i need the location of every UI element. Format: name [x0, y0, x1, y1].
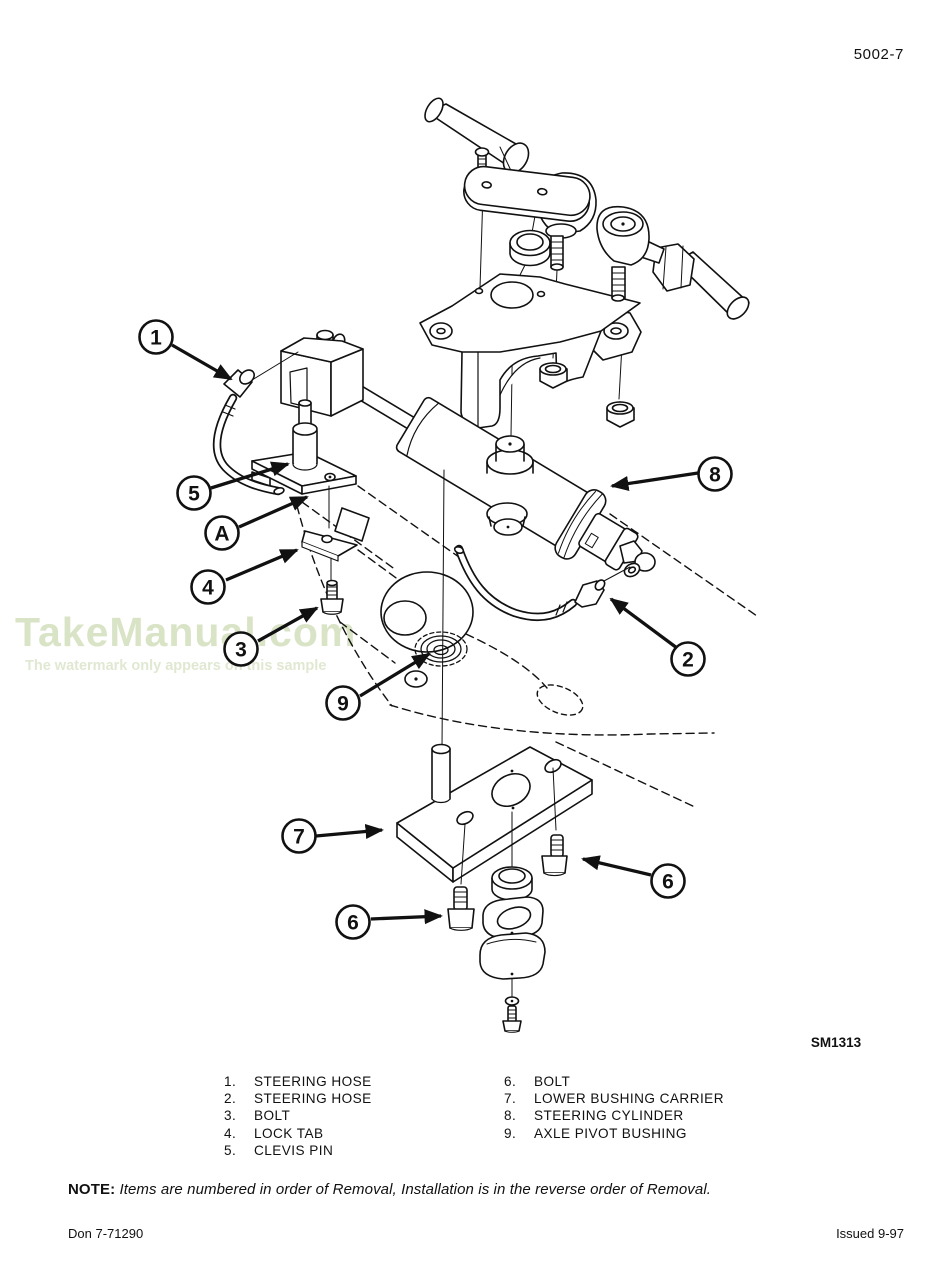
callouts: 1 5 A 4 3 9 2 8 7 6 6 [138, 319, 733, 940]
parts-list-item: 5.CLEVIS PIN [224, 1142, 334, 1158]
figure-code: SM1313 [811, 1035, 862, 1050]
callout-5 [176, 475, 212, 511]
callout-6a [650, 863, 686, 899]
callout-9 [325, 685, 361, 721]
callout-1-arrow [171, 343, 233, 381]
arm-nut-left [539, 362, 568, 389]
parts-list-item: 2.STEERING HOSE [224, 1091, 372, 1107]
callout-6a-label: 6 [662, 871, 674, 894]
steering-arm [419, 273, 642, 429]
callout-2-arrow [609, 597, 678, 650]
bolt-3 [320, 579, 344, 615]
parts-list-item: 8.STEERING CYLINDER [504, 1108, 684, 1124]
callout-4-label: 4 [202, 577, 214, 600]
page-number: 5002-7 [853, 46, 904, 63]
parts-list-left: 1.STEERING HOSE 2.STEERING HOSE 3.BOLT 4… [224, 1073, 372, 1159]
callout-1-label: 1 [150, 327, 162, 350]
bolt-6-right [541, 834, 568, 877]
callout-2 [670, 641, 706, 677]
parts-list-item: 9.AXLE PIVOT BUSHING [504, 1125, 687, 1141]
note-text: Items are numbered in order of Removal, … [119, 1181, 712, 1198]
cover-plate [463, 165, 591, 223]
parts-list-item: 6.BOLT [504, 1074, 571, 1089]
callout-7-arrow [315, 823, 384, 840]
steering-hose-1 [212, 351, 299, 496]
bottom-bolt [502, 996, 522, 1033]
callout-2-label: 2 [682, 649, 694, 672]
callout-8 [697, 456, 733, 492]
parts-list-item: 3.BOLT [224, 1108, 291, 1124]
clevis-pin [292, 399, 318, 471]
callout-5-label: 5 [188, 483, 200, 506]
callout-8-arrow [610, 471, 699, 492]
pivot-ring-bushing [509, 229, 551, 267]
callout-3 [223, 631, 259, 667]
lock-tab [301, 507, 370, 562]
callout-6b-arrow [370, 909, 443, 925]
callout-7-label: 7 [293, 826, 305, 849]
callout-6a-arrow [581, 855, 652, 877]
callout-A-label: A [214, 523, 229, 546]
cylinder-clevis [280, 329, 364, 417]
callout-9-label: 9 [337, 693, 349, 716]
callout-3-label: 3 [235, 639, 247, 662]
note-label: NOTE: [68, 1181, 116, 1198]
steering-cylinder [335, 374, 656, 578]
callout-3-arrow [257, 606, 319, 643]
callout-5-arrow [210, 461, 290, 490]
callout-7 [281, 818, 317, 854]
callout-A [204, 515, 240, 551]
callout-8-label: 8 [709, 464, 721, 487]
bushing-stack [479, 866, 546, 980]
tie-rod-end-right [596, 205, 750, 320]
parts-list-item: 1.STEERING HOSE [224, 1074, 372, 1089]
axle-pivot-boss [380, 571, 474, 688]
note: NOTE: Items are numbered in order of Rem… [68, 1181, 711, 1198]
callout-4 [190, 569, 226, 605]
callout-6b [335, 904, 371, 940]
watermark: TakeManual.com The watermark only appear… [15, 609, 355, 674]
callout-4-arrow [225, 548, 299, 582]
parts-list-item: 7.LOWER BUSHING CARRIER [504, 1091, 724, 1107]
parts-list-right: 6.BOLT 7.LOWER BUSHING CARRIER 8.STEERIN… [504, 1073, 724, 1142]
callout-A-arrow [238, 495, 309, 529]
arm-nut-right [606, 401, 635, 428]
bolt-6-left [447, 886, 475, 931]
footer-doc-number: Don 7-71290 [68, 1226, 144, 1241]
callout-6b-label: 6 [347, 912, 359, 935]
axle-pivot-bushing [414, 631, 468, 667]
pivot-centerline [441, 469, 445, 749]
parts-list-item: 4.LOCK TAB [224, 1125, 324, 1141]
steering-hose-2 [453, 544, 631, 622]
tie-rod-tube-left [424, 97, 530, 176]
watermark-tagline: The watermark only appears on this sampl… [25, 658, 326, 674]
lower-bushing-carrier [396, 746, 593, 883]
carrier-pin [431, 743, 451, 804]
footer-issued-date: Issued 9-97 [836, 1226, 904, 1241]
lock-tab-centerline [328, 485, 332, 581]
callout-9-arrow [359, 652, 431, 698]
callout-1 [138, 319, 174, 355]
